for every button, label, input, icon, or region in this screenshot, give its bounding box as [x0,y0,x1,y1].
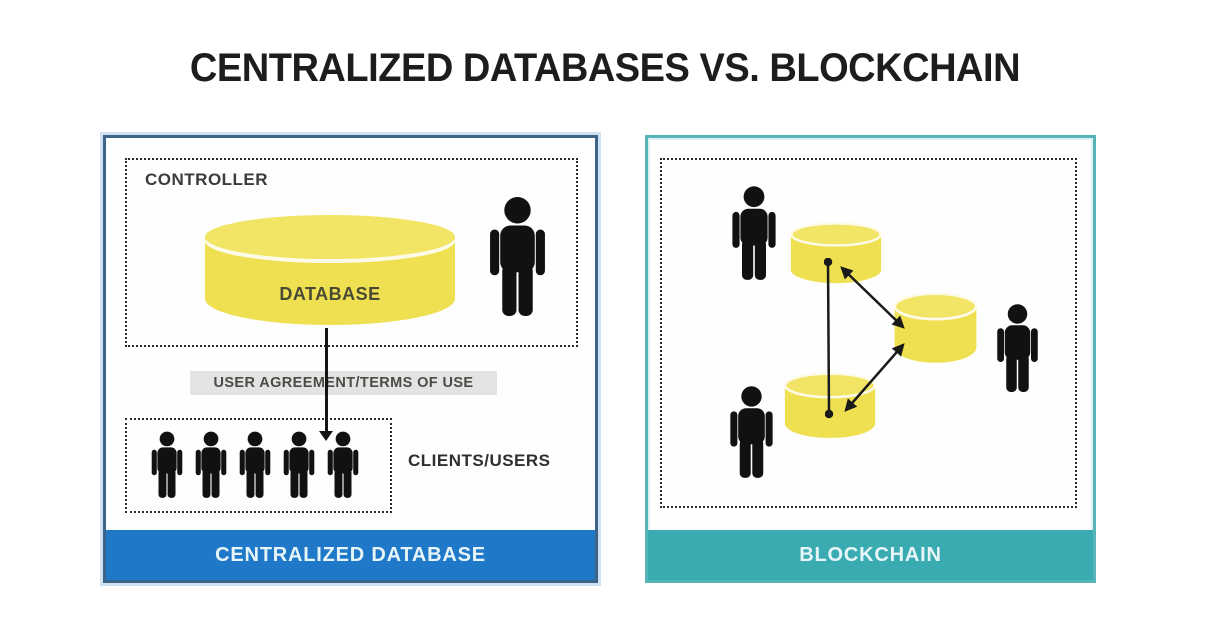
database-cylinder-icon [893,292,978,365]
person-icon [282,428,316,502]
blockchain-banner-label: BLOCKCHAIN [799,543,942,566]
down-arrow-icon [325,328,328,434]
double-arrow-icon [840,266,905,329]
database-cylinder-icon [789,222,883,285]
database-cylinder-top [205,215,455,259]
controller-label: CONTROLLER [145,170,269,189]
centralized-panel-content: CONTROLLER DATABASE USER AGREEMENT/TERMS… [106,138,595,580]
person-icon [150,428,184,502]
person-icon [728,382,775,483]
database-label: DATABASE [279,283,381,304]
blockchain-boundary [660,158,1077,508]
person-icon [238,428,272,502]
user-agreement-label: USER AGREEMENT/TERMS OF USE [213,375,474,391]
centralized-database-panel: CONTROLLER DATABASE USER AGREEMENT/TERMS… [103,135,598,583]
centralized-database-banner-label: CENTRALIZED DATABASE [215,543,486,566]
user-agreement-bar: USER AGREEMENT/TERMS OF USE [190,371,497,395]
person-icon [995,297,1040,400]
database-cylinder-icon: DATABASE [205,215,455,325]
clients-boundary [125,418,392,513]
down-arrow-head [319,431,333,441]
blockchain-network-graphic [783,222,978,440]
blockchain-panel: BLOCKCHAIN [645,135,1096,583]
page-title: CENTRALIZED DATABASES VS. BLOCKCHAIN [189,46,1021,90]
centralized-database-banner: CENTRALIZED DATABASE [106,530,595,580]
clients-users-label: CLIENTS/USERS [408,451,551,470]
node-link-line [823,257,834,419]
person-icon [487,187,548,327]
controller-boundary [125,158,578,347]
blockchain-panel-content: BLOCKCHAIN [648,138,1093,580]
person-icon [194,428,228,502]
double-arrow-icon [844,343,905,412]
blockchain-banner: BLOCKCHAIN [648,530,1093,580]
